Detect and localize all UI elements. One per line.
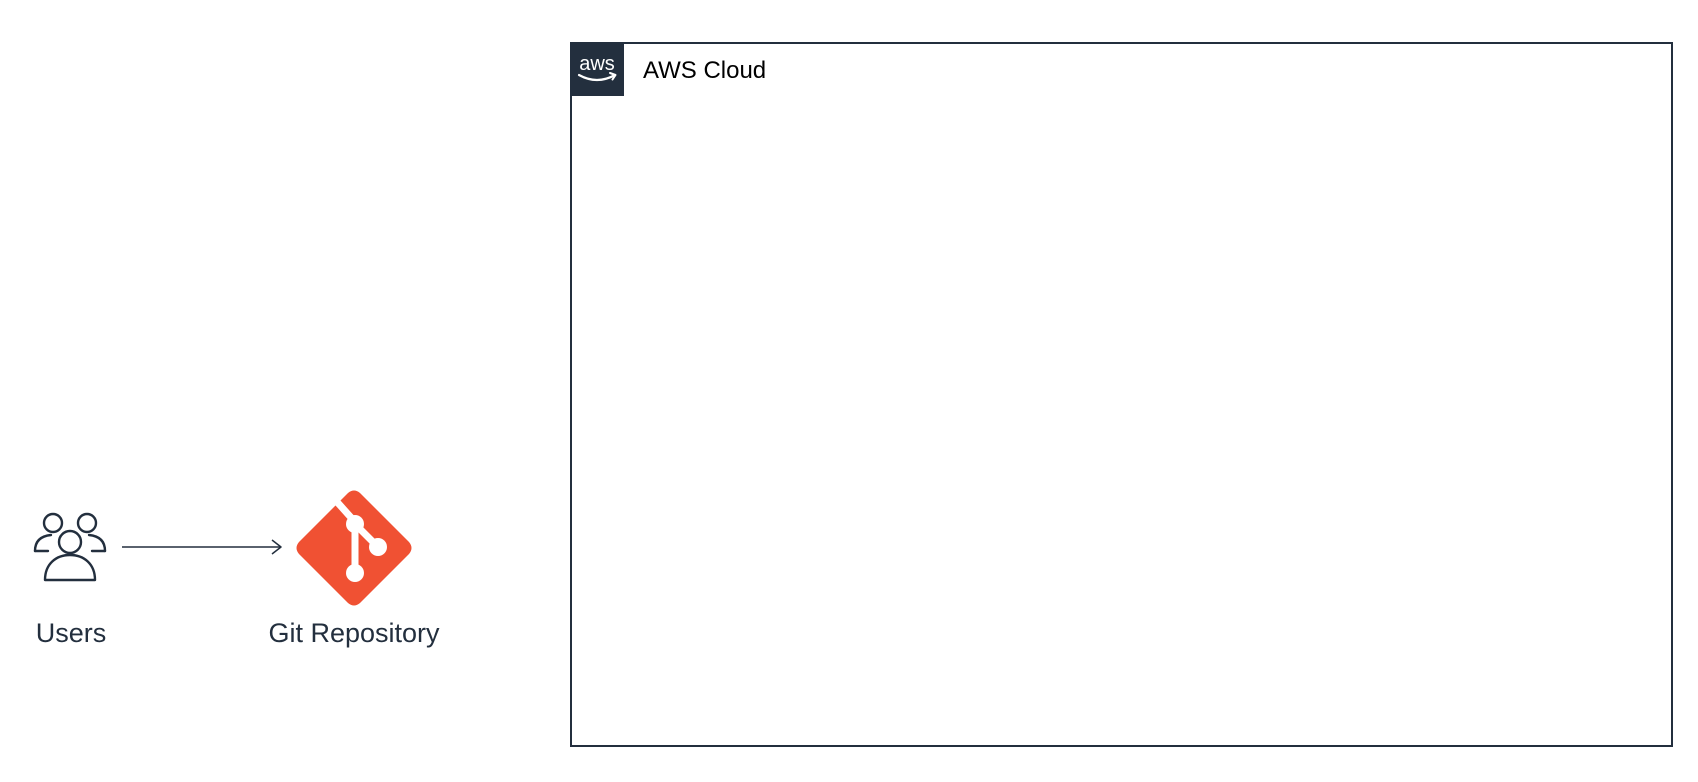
edge-users-to-git xyxy=(122,536,286,558)
aws-logo-icon: aws xyxy=(570,42,624,96)
git-icon xyxy=(296,490,412,606)
aws-badge-text: aws xyxy=(579,53,615,75)
git-label: Git Repository xyxy=(268,618,440,648)
aws-cloud-group: aws AWS Cloud xyxy=(570,42,1673,747)
users-label: Users xyxy=(35,618,107,648)
users-icon xyxy=(30,508,110,588)
aws-cloud-label: AWS Cloud xyxy=(643,57,767,84)
